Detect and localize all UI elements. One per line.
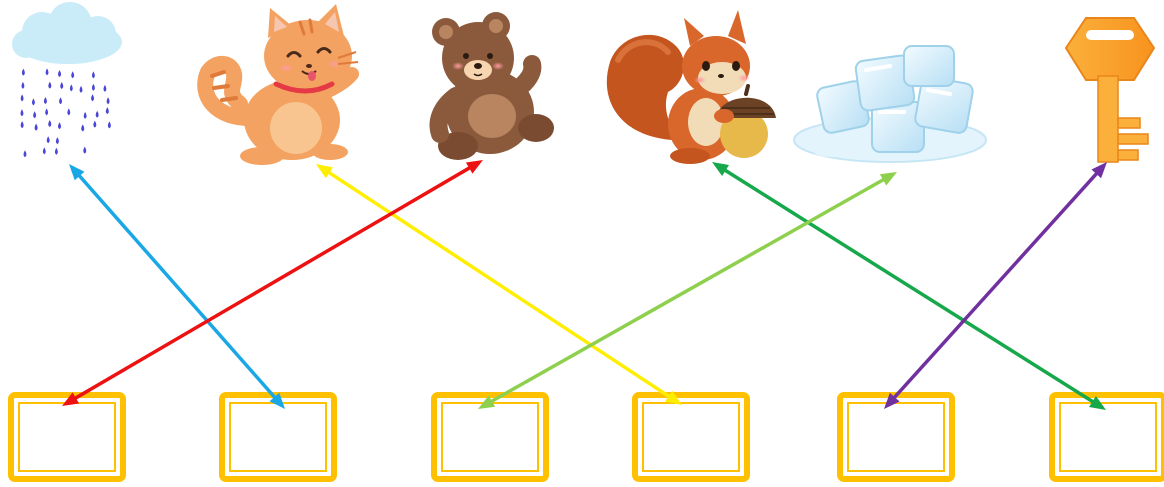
- raindrop: [93, 120, 97, 128]
- arrow-head: [665, 390, 682, 405]
- connection-arrow-ice-cubes: [478, 172, 897, 409]
- connection-arrow-rain-cloud: [69, 164, 285, 409]
- arrow-line: [71, 164, 474, 402]
- raindrop: [58, 122, 62, 130]
- ice-cubes-picture: [793, 45, 987, 163]
- answer-box-3[interactable]: [431, 392, 549, 482]
- raindrop: [23, 150, 27, 158]
- arrow-head: [884, 392, 900, 409]
- raindrop: [83, 146, 87, 154]
- arrow-head: [1088, 395, 1106, 410]
- raindrop: [54, 147, 58, 155]
- raindrop: [20, 121, 24, 129]
- raindrop: [45, 68, 49, 76]
- raindrop: [48, 81, 52, 89]
- cloud-icon: [12, 2, 122, 64]
- arrow-head: [62, 392, 80, 406]
- raindrop: [20, 94, 24, 102]
- connection-arrow-cat: [316, 164, 682, 405]
- raindrop: [55, 137, 59, 145]
- raindrop: [79, 85, 83, 93]
- arrow-line: [325, 169, 673, 400]
- raindrop: [91, 83, 95, 91]
- raindrop: [103, 84, 107, 92]
- key-picture: [1064, 17, 1156, 163]
- raindrop: [60, 81, 64, 89]
- squirrel-picture: [606, 10, 776, 164]
- raindrop: [20, 109, 24, 117]
- raindrop: [69, 84, 73, 92]
- answer-box-5[interactable]: [837, 392, 955, 482]
- raindrop: [45, 108, 49, 116]
- raindrop: [59, 97, 63, 105]
- connection-arrow-key: [884, 162, 1107, 409]
- raindrop: [46, 136, 50, 144]
- raindrop: [105, 107, 109, 115]
- raindrop: [33, 111, 37, 119]
- answer-box-6[interactable]: [1049, 392, 1164, 482]
- raindrop: [34, 123, 38, 131]
- raindrop: [95, 110, 99, 118]
- raindrops-icon: [20, 68, 111, 158]
- arrow-head: [269, 392, 285, 409]
- raindrop: [67, 108, 71, 116]
- raindrop: [83, 111, 87, 119]
- arrow-line: [487, 176, 888, 405]
- cat-picture: [197, 4, 359, 165]
- arrow-line: [721, 166, 1097, 406]
- arrow-head: [316, 164, 333, 179]
- arrow-head: [1091, 162, 1107, 179]
- raindrop: [48, 120, 52, 128]
- arrow-head: [465, 160, 483, 174]
- raindrop: [58, 70, 62, 78]
- raindrop: [21, 68, 25, 76]
- raindrop: [42, 147, 46, 155]
- arrow-line: [890, 169, 1101, 402]
- raindrop: [31, 98, 35, 106]
- answer-box-4[interactable]: [632, 392, 750, 482]
- raindrop: [21, 81, 25, 89]
- raindrop: [106, 97, 110, 105]
- arrow-line: [75, 171, 279, 402]
- answer-box-2[interactable]: [219, 392, 337, 482]
- answer-box-1[interactable]: [8, 392, 126, 482]
- connection-arrow-squirrel: [712, 162, 1106, 410]
- arrow-head: [478, 395, 496, 409]
- arrow-head: [69, 164, 85, 181]
- raindrop: [91, 94, 95, 102]
- raindrop: [71, 71, 75, 79]
- arrow-head: [712, 162, 730, 177]
- connection-arrow-bear: [62, 160, 483, 406]
- raindrop: [107, 121, 111, 129]
- rain-cloud-picture: [12, 2, 122, 158]
- raindrop: [43, 97, 47, 105]
- raindrop: [81, 124, 85, 132]
- bear-picture: [429, 12, 554, 160]
- raindrop: [91, 71, 95, 79]
- arrow-head: [879, 172, 897, 186]
